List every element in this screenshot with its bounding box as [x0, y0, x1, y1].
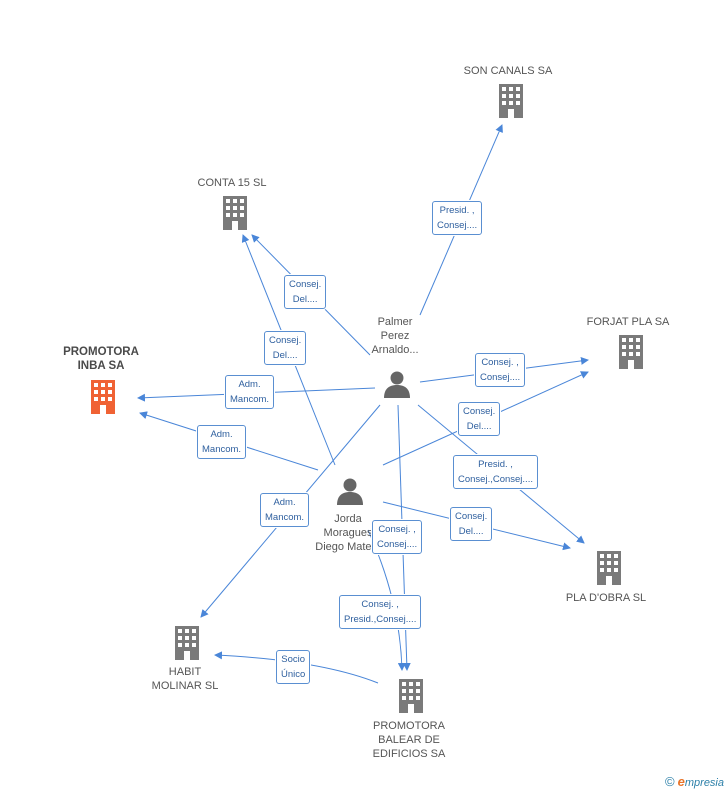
relation-label[interactable]: Adm. Mancom.	[260, 493, 310, 527]
empresia-brand: ©empresia	[665, 774, 724, 789]
brand-name: mpresia	[684, 777, 724, 789]
person-icon	[384, 371, 410, 398]
node-label: Palmer Perez Arnaldo...	[371, 316, 419, 356]
relation-label[interactable]: Consej. Del....	[458, 402, 501, 436]
node-label: HABIT MOLINAR SL	[151, 666, 219, 692]
building-icon	[499, 84, 523, 118]
building-icon	[399, 679, 423, 713]
relation-label[interactable]: Consej. Del....	[284, 275, 327, 309]
relation-label[interactable]: Socio Único	[276, 650, 311, 684]
person-icon	[337, 478, 363, 505]
node-label: Jorda Moragues Diego Mate...	[315, 513, 381, 553]
relation-label[interactable]: Consej. , Presid.,Consej....	[339, 595, 422, 629]
node-label: PLA D'OBRA SL	[565, 592, 647, 604]
relation-label[interactable]: Consej. Del....	[450, 507, 493, 541]
relation-label[interactable]: Adm. Mancom.	[197, 425, 247, 459]
node-label: PROMOTORA INBA SA	[63, 346, 139, 372]
relation-label[interactable]: Presid. , Consej....	[432, 201, 483, 235]
node-label: FORJAT PLA SA	[586, 316, 670, 328]
building-icon	[175, 626, 199, 660]
brand-e: e	[677, 774, 685, 789]
building-icon	[91, 380, 115, 414]
node-label: CONTA 15 SL	[197, 177, 267, 189]
copyright-symbol: ©	[665, 774, 675, 789]
relation-label[interactable]: Presid. , Consej.,Consej....	[453, 455, 538, 489]
relation-label[interactable]: Consej. , Consej....	[475, 353, 526, 387]
building-icon	[223, 196, 247, 230]
building-icon	[619, 335, 643, 369]
relation-label[interactable]: Consej. Del....	[264, 331, 307, 365]
relation-label[interactable]: Adm. Mancom.	[225, 375, 275, 409]
building-icon	[597, 551, 621, 585]
node-label: PROMOTORA BALEAR DE EDIFICIOS SA	[372, 720, 446, 760]
relation-label[interactable]: Consej. , Consej....	[372, 520, 423, 554]
node-label: SON CANALS SA	[463, 65, 553, 77]
